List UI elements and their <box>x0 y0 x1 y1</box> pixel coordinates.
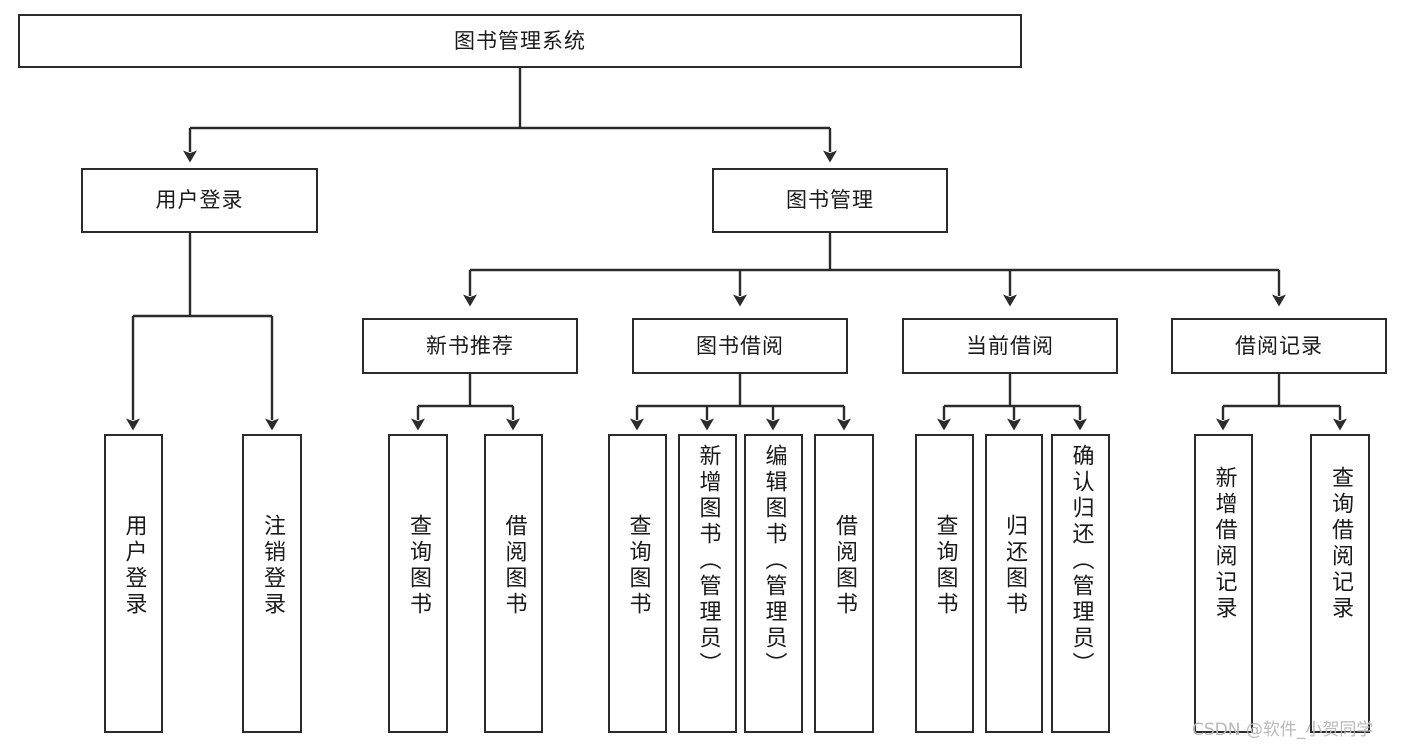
leaf-user-login[interactable]: 用户登录 <box>104 434 163 733</box>
node-user-login[interactable]: 用户登录 <box>81 168 318 233</box>
leaf-edit-book[interactable]: 编辑图书（管理员） <box>744 434 803 733</box>
node-label: 注销登录 <box>260 514 285 618</box>
node-label: 新增图书（管理员） <box>695 444 721 678</box>
node-label: 查询借阅记录 <box>1328 466 1353 622</box>
node-label: 归还图书 <box>1002 514 1027 618</box>
node-label: 图书管理 <box>786 188 874 213</box>
node-book-management[interactable]: 图书管理 <box>712 168 948 233</box>
node-label: 借阅图书 <box>832 514 857 618</box>
node-label: 图书借阅 <box>696 333 784 358</box>
node-label: 编辑图书（管理员） <box>761 444 787 678</box>
leaf-return-book[interactable]: 归还图书 <box>985 434 1043 733</box>
node-label: 用户登录 <box>121 514 147 618</box>
node-book-borrow[interactable]: 图书借阅 <box>632 318 848 374</box>
node-label: 借阅记录 <box>1235 333 1323 358</box>
watermark-credit: CSDN @软件_小贺同学 <box>1192 720 1374 740</box>
leaf-add-book[interactable]: 新增图书（管理员） <box>678 434 737 733</box>
leaf-query-book-2[interactable]: 查询图书 <box>608 434 667 733</box>
node-label: 当前借阅 <box>966 333 1054 358</box>
leaf-logout-login[interactable]: 注销登录 <box>242 434 302 733</box>
leaf-confirm-return[interactable]: 确认归还（管理员） <box>1051 434 1110 733</box>
leaf-borrow-book-1[interactable]: 借阅图书 <box>484 434 543 733</box>
node-label: 用户登录 <box>155 188 244 213</box>
node-label: 新增借阅记录 <box>1211 466 1237 622</box>
node-current-borrow[interactable]: 当前借阅 <box>902 318 1118 374</box>
node-label: 查询图书 <box>625 514 651 618</box>
node-label: 确认归还（管理员） <box>1068 444 1094 678</box>
node-label: 图书管理系统 <box>454 28 586 53</box>
node-root-system[interactable]: 图书管理系统 <box>18 14 1022 68</box>
node-label: 借阅图书 <box>501 514 527 618</box>
leaf-query-book-1[interactable]: 查询图书 <box>388 434 448 733</box>
node-label: 新书推荐 <box>426 333 514 358</box>
leaf-query-record[interactable]: 查询借阅记录 <box>1310 434 1370 733</box>
leaf-query-book-3[interactable]: 查询图书 <box>915 434 974 733</box>
node-label: 查询图书 <box>406 514 431 618</box>
leaf-add-record[interactable]: 新增借阅记录 <box>1194 434 1253 733</box>
node-borrow-record[interactable]: 借阅记录 <box>1171 318 1387 374</box>
node-label: 查询图书 <box>932 514 958 618</box>
leaf-borrow-book-2[interactable]: 借阅图书 <box>814 434 874 733</box>
node-new-book-recommend[interactable]: 新书推荐 <box>362 318 578 374</box>
